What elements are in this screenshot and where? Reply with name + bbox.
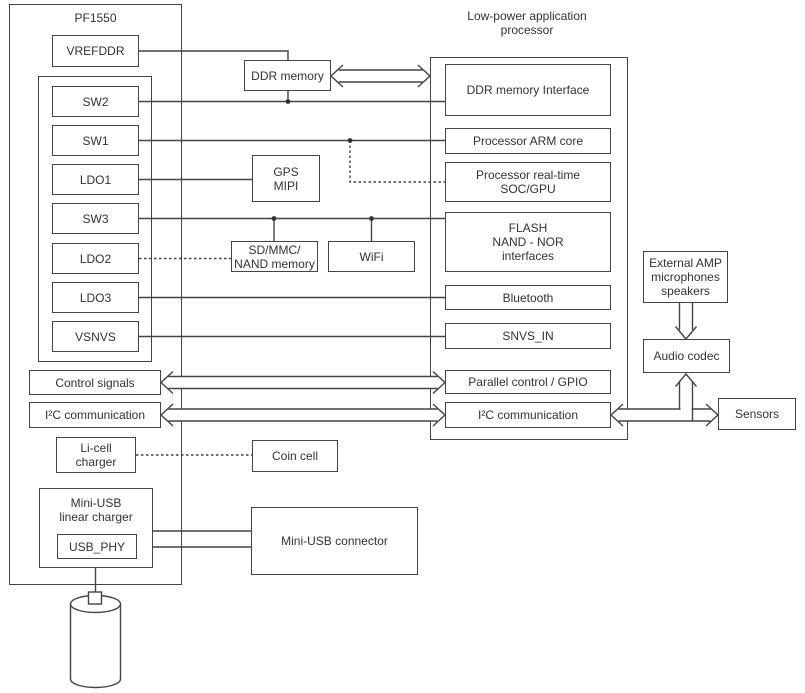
pf1550-title: PF1550	[74, 11, 117, 25]
bidir-arrow-control-signals	[159, 370, 447, 395]
block-wifi: WiFi	[328, 241, 415, 272]
junction-dot	[347, 138, 353, 143]
block-gps-mipi: GPS MIPI	[252, 155, 320, 202]
block-vsnvs: VSNVS	[52, 321, 139, 352]
block-i2c-pmic: I²C communication	[29, 402, 161, 428]
arrow-bus-to-audio-codec	[674, 372, 698, 421]
block-usb-phy: USB_PHY	[57, 534, 137, 559]
block-external-amp: External AMP microphones speakers	[643, 251, 728, 303]
block-licell-charger: Li-cell charger	[56, 437, 136, 473]
block-coin-cell: Coin cell	[252, 440, 338, 472]
processor-title: Low-power application processor	[467, 9, 587, 37]
block-ldo3: LDO3	[52, 282, 139, 313]
block-arm-core: Processor ARM core	[445, 128, 611, 154]
bidir-arrow-i2c-left	[159, 403, 447, 427]
block-ldo1: LDO1	[52, 164, 139, 195]
block-ddr-interface: DDR memory Interface	[445, 64, 611, 116]
bidir-arrow-ddr-memory	[329, 64, 432, 88]
block-usb-connector: Mini-USB connector	[251, 507, 418, 575]
block-flash-interfaces: FLASH NAND - NOR interfaces	[445, 212, 611, 272]
block-vrefddr: VREFDDR	[52, 35, 139, 67]
connector-sw3-to-flash	[139, 217, 445, 241]
block-sw2: SW2	[52, 86, 139, 117]
dotted-connector-sw1-to-realtime	[349, 140, 445, 183]
block-sw1: SW1	[52, 125, 139, 156]
connector-sw2-to-ddr-interface	[139, 91, 445, 103]
processor-container-box	[430, 57, 628, 440]
junction-dot	[285, 99, 291, 104]
block-audio-codec: Audio codec	[643, 339, 730, 373]
battery-icon	[69, 591, 122, 689]
block-parallel-gpio: Parallel control / GPIO	[445, 370, 611, 394]
block-i2c-processor: I²C communication	[445, 402, 611, 428]
bidir-arrow-i2c-sensors	[609, 403, 720, 427]
junction-dot	[271, 216, 277, 221]
block-realtime-soc-gpu: Processor real-time SOC/GPU	[445, 162, 611, 202]
junction-dots	[271, 99, 374, 221]
block-sensors: Sensors	[718, 398, 796, 430]
arrow-amp-to-audio-codec	[674, 303, 698, 341]
block-ddr-memory: DDR memory	[244, 60, 331, 91]
block-snvs-in: SNVS_IN	[445, 323, 611, 349]
block-bluetooth: Bluetooth	[445, 285, 611, 310]
junction-dot	[369, 216, 374, 221]
block-control-signals: Control signals	[29, 370, 161, 395]
block-sd-mmc-nand: SD/MMC/ NAND memory	[231, 241, 318, 272]
block-ldo2: LDO2	[52, 243, 139, 274]
block-sw3: SW3	[52, 203, 139, 234]
connector-vrefddr-to-ddr-memory	[139, 50, 289, 60]
